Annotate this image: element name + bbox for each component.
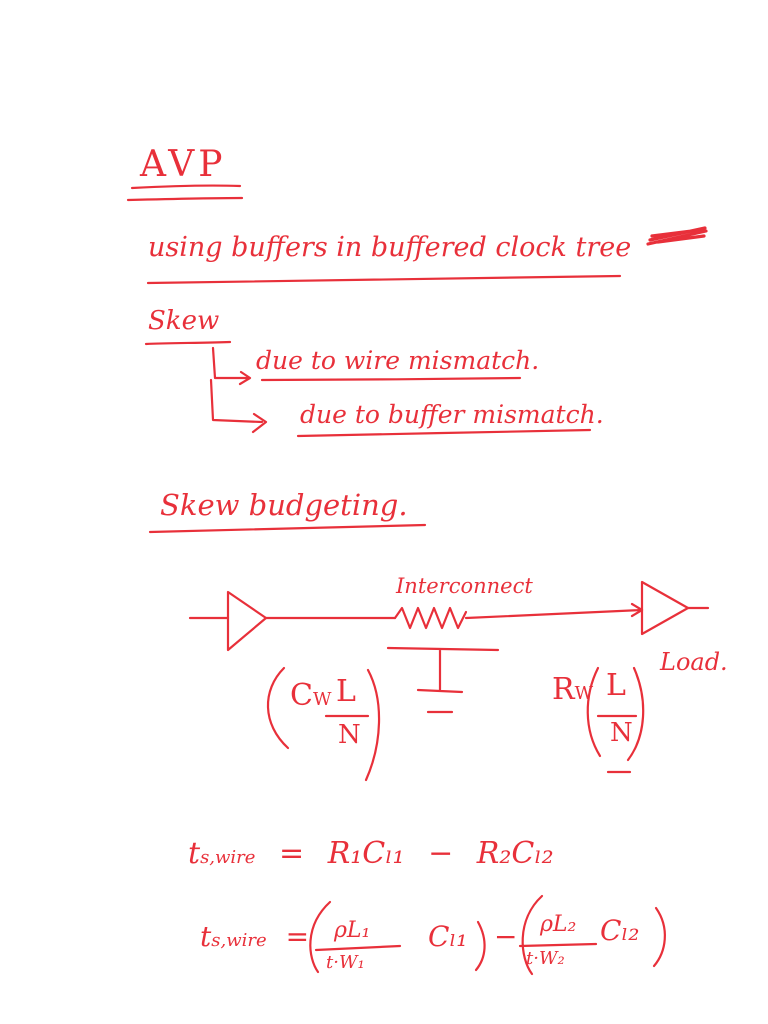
load-label: Load. <box>660 648 728 676</box>
eq1-term1: R₁Cₗ₁ <box>327 836 405 871</box>
fraction-bar <box>518 942 598 948</box>
eq2-denominator-2: t·W₂ <box>526 948 565 969</box>
equation-1: ts,wire = R₁Cₗ₁ − R₂Cₗ₂ <box>188 836 554 871</box>
skew-budgeting-heading: Skew budgeting. <box>160 488 408 522</box>
eq1-minus: − <box>428 836 454 871</box>
eq2-minus: − <box>494 920 518 953</box>
right-paren <box>652 906 666 968</box>
skew-underline <box>144 340 232 346</box>
output-buffer-icon <box>640 580 690 636</box>
eq2-cl1: Cₗ₁ <box>428 920 468 953</box>
eq2-equals: = <box>285 920 310 953</box>
cause-2-underline <box>296 428 592 438</box>
right-paren <box>474 920 486 972</box>
right-paren <box>626 666 645 762</box>
cap-coef-letter: C <box>290 678 313 713</box>
fraction-bar <box>314 944 402 952</box>
branch-arrow-1 <box>211 346 252 386</box>
title-underline <box>126 196 244 202</box>
left-paren <box>586 666 602 758</box>
branch-arrow-2 <box>209 378 268 434</box>
title-underline <box>130 184 242 190</box>
eq2-lhs: ts,wire = <box>200 920 309 953</box>
res-coef-letter: R <box>552 672 575 707</box>
cap-coefficient: CW <box>290 678 331 713</box>
eq1-equals: = <box>279 836 305 871</box>
interconnect-label: Interconnect <box>396 574 533 598</box>
skew-cause-1: due to wire mismatch. <box>256 346 540 375</box>
eq1-term2: R₂Cₗ₂ <box>476 836 554 871</box>
eq2-lhs-sub: s,wire <box>211 930 267 951</box>
heading-line: using buffers in buffered clock tree <box>148 232 632 263</box>
left-paren <box>521 894 544 976</box>
skew-label: Skew <box>148 306 220 336</box>
page-title: AVP <box>140 144 227 185</box>
cap-coef-sub: W <box>312 689 332 710</box>
eq2-lhs-t: t <box>200 920 212 953</box>
cause-1-underline <box>260 376 522 382</box>
res-coef-sub: W <box>574 683 594 704</box>
capacitor-icon <box>386 646 500 714</box>
eq2-numerator-1: ρL₁ <box>334 918 371 943</box>
resistor-icon <box>393 606 468 630</box>
eq1-lhs: t <box>188 836 201 871</box>
left-paren <box>266 666 290 750</box>
eq2-denominator-1: t·W₁ <box>326 952 365 973</box>
scribble-mark <box>646 226 708 246</box>
right-paren <box>364 668 381 782</box>
cap-denominator: N <box>338 720 361 750</box>
heading-underline <box>146 274 622 285</box>
res-denominator: N <box>610 718 633 748</box>
eq1-lhs-sub: s,wire <box>200 847 256 868</box>
eq2-cl2: Cₗ₂ <box>600 914 640 947</box>
left-paren <box>309 900 332 974</box>
wire <box>464 608 644 620</box>
cap-numerator: L <box>336 674 356 709</box>
eq2-numerator-2: ρL₂ <box>540 912 577 937</box>
input-buffer-icon <box>226 590 268 652</box>
budgeting-underline <box>148 523 427 534</box>
res-numerator: L <box>606 668 626 703</box>
skew-cause-2: due to buffer mismatch. <box>300 400 604 429</box>
res-coefficient: RW <box>552 672 593 707</box>
